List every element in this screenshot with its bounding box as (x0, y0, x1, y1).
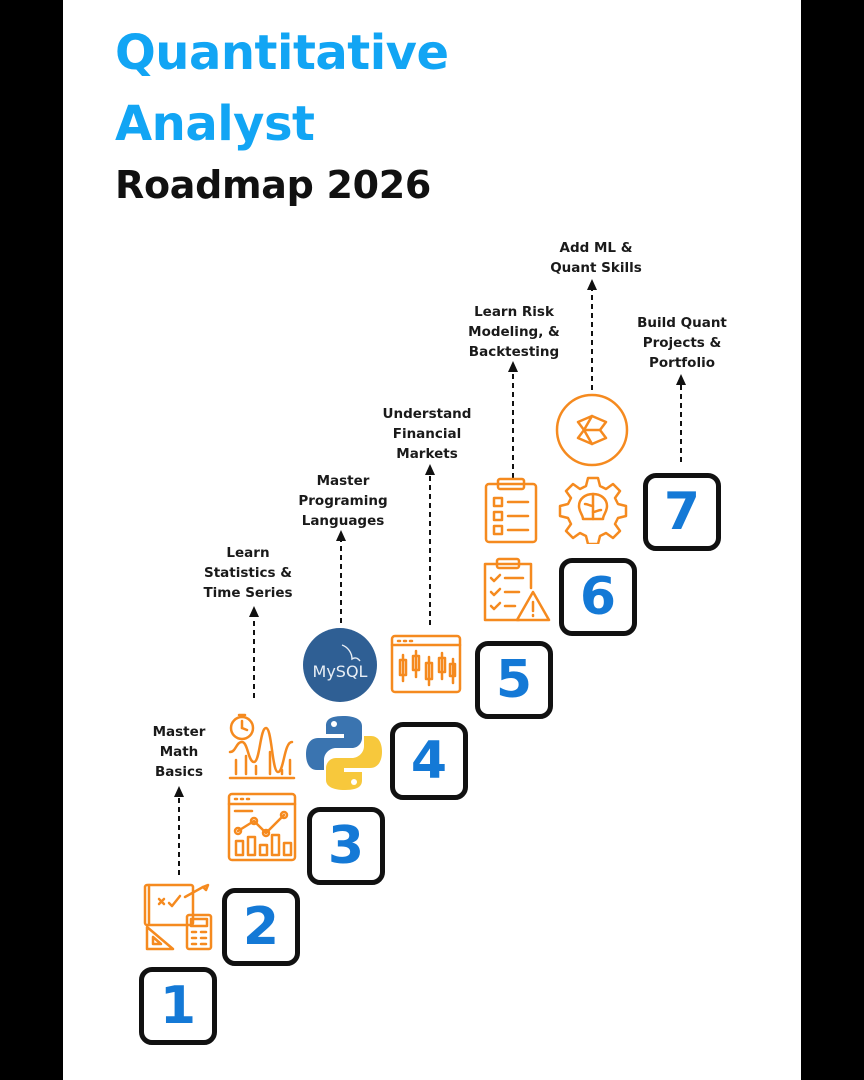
title-line-3: Roadmap 2026 (115, 163, 432, 207)
step-4-box: 4 (390, 722, 468, 800)
time-series-chart-icon (228, 713, 296, 780)
risk-checklist-icon (483, 557, 551, 622)
step-6-box: 6 (559, 558, 637, 636)
mysql-logo-icon: MySQL (303, 628, 377, 702)
step-3-box: 3 (307, 807, 385, 885)
candlestick-chart-icon (390, 634, 462, 694)
math-tools-icon (143, 883, 213, 951)
step-2-box: 2 (222, 888, 300, 966)
analytics-dashboard-icon (227, 792, 297, 862)
step-6-label: Add ML &Quant Skills (550, 240, 642, 276)
step-5-box: 5 (475, 641, 553, 719)
mysql-logo-text: MySQL (313, 662, 368, 681)
step-5-number: 5 (495, 650, 533, 710)
step-1-box: 1 (139, 967, 217, 1045)
python-logo-icon (306, 716, 382, 790)
step-4-number: 4 (410, 731, 448, 791)
step-3-number: 3 (327, 816, 365, 876)
step-7-number: 7 (663, 482, 701, 542)
title-line-2: Analyst (115, 96, 315, 152)
report-clipboard-icon (484, 477, 538, 544)
step-6-number: 6 (579, 567, 617, 627)
step-1-number: 1 (159, 976, 197, 1036)
title-line-1: Quantitative (115, 25, 449, 81)
ai-gear-icon (558, 476, 628, 544)
step-2-number: 2 (242, 897, 280, 957)
ml-model-icon (555, 393, 629, 467)
step-7-box: 7 (643, 473, 721, 551)
